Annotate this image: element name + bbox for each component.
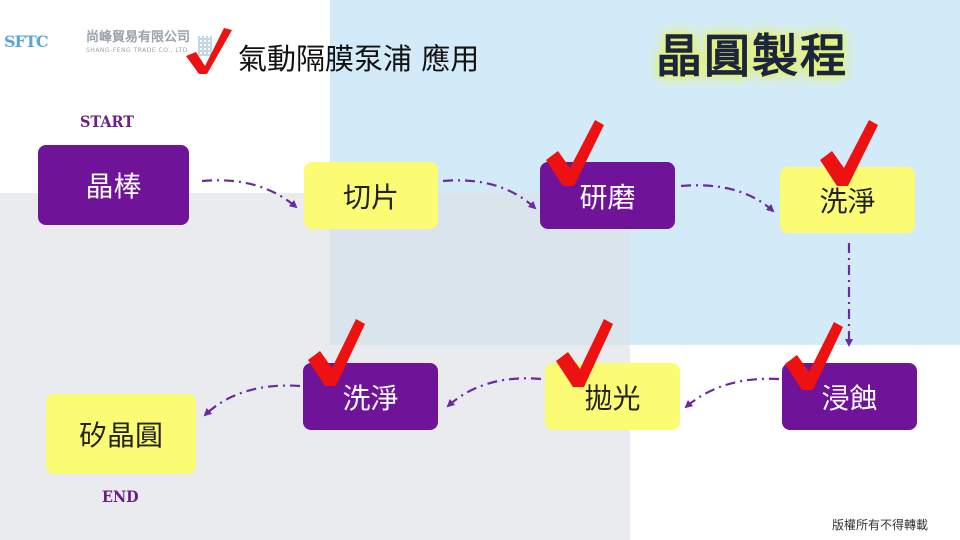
dash-dot-arrow-icon	[203, 384, 301, 417]
logo-mark: SFTC	[4, 32, 49, 51]
company-name: 尚峰貿易有限公司	[86, 30, 191, 45]
check-mark-icon	[308, 319, 365, 386]
step-label: 切片	[342, 180, 399, 214]
step-wafer: 矽晶圓	[46, 394, 196, 474]
step-label: 洗淨	[342, 381, 399, 415]
step-label: 研磨	[579, 180, 636, 214]
step-slicing: 切片	[304, 162, 438, 229]
dash-dot-arrow-icon	[680, 184, 775, 213]
dash-dot-arrow-icon	[442, 179, 537, 210]
page-title: 晶圓製程	[656, 29, 848, 83]
check-mark-icon	[556, 319, 613, 387]
step-label: 矽晶圓	[78, 419, 163, 452]
check-mark-icon	[546, 120, 604, 186]
check-mark-icon	[186, 28, 232, 74]
check-mark-icon	[820, 120, 878, 186]
company-name-en: SHANG-FENG TRADE CO., LTD.	[86, 47, 191, 54]
qr-code-icon	[198, 36, 212, 56]
step-label: 浸蝕	[821, 381, 878, 415]
start-label: START	[80, 112, 134, 131]
company-logo: SFTC 尚峰貿易有限公司 SHANG-FENG TRADE CO., LTD.	[4, 26, 234, 62]
end-label: END	[102, 487, 139, 506]
step-ingot: 晶棒	[38, 145, 189, 225]
copyright-notice: 版權所有不得轉載	[832, 518, 929, 532]
dash-dot-arrow-icon	[446, 377, 542, 408]
step-label: 晶棒	[85, 170, 142, 203]
step-label: 洗淨	[819, 185, 876, 218]
check-mark-icon	[785, 322, 843, 390]
page-subtitle: 氣動隔膜泵浦 應用	[238, 42, 480, 76]
dash-dot-arrow-icon	[684, 377, 780, 409]
step-label: 拋光	[584, 381, 641, 415]
dash-dot-arrow-icon	[201, 179, 298, 209]
